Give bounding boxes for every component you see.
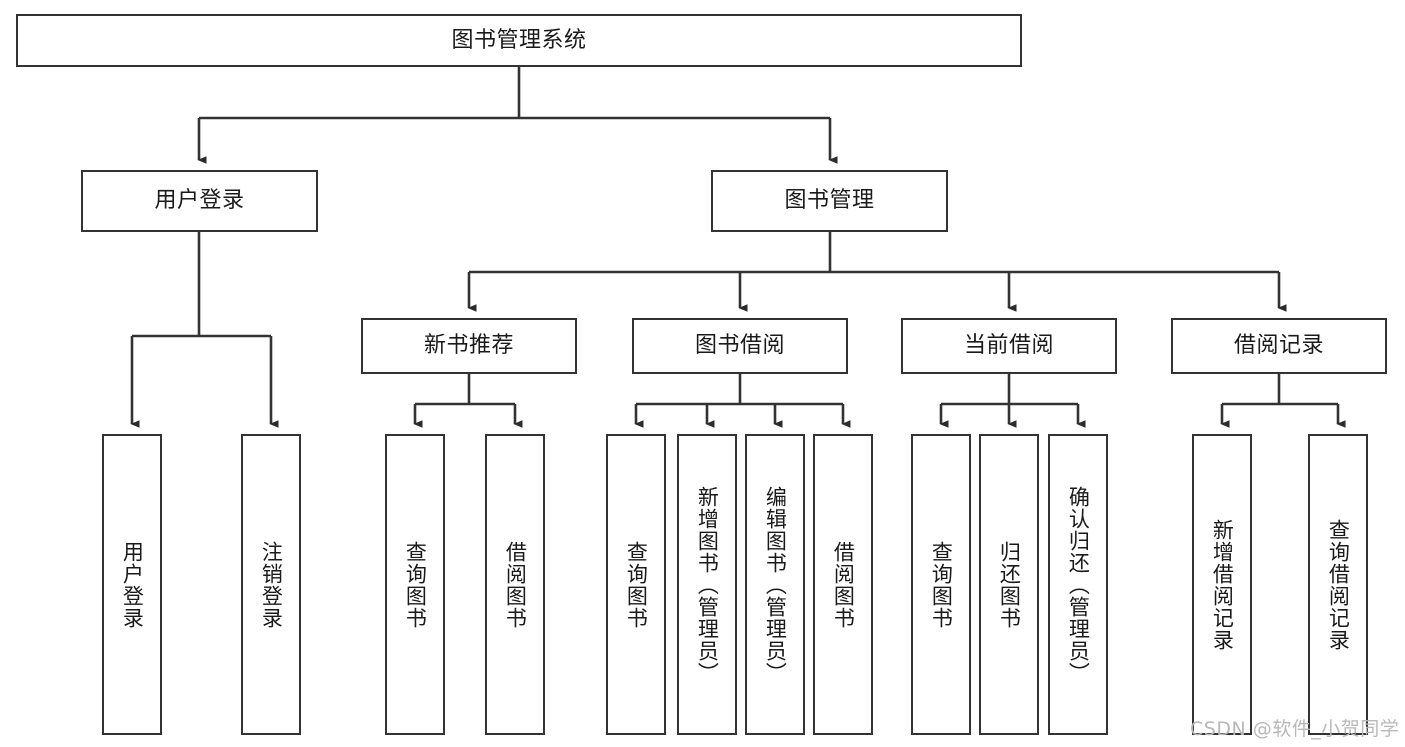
leaf-add-borrow-record[interactable]: 新增借阅记录 — [1192, 434, 1252, 735]
leaf-add-book-admin[interactable]: 新增图书（管理员） — [677, 434, 737, 735]
node-label: 借阅图书 — [831, 540, 856, 629]
node-user-login[interactable]: 用户登录 — [81, 170, 318, 232]
leaf-query-book-recommend[interactable]: 查询图书 — [385, 434, 445, 735]
node-label: 查询借阅记录 — [1326, 518, 1351, 651]
node-label: 查询图书 — [624, 540, 649, 629]
node-label: 图书管理系统 — [451, 27, 587, 53]
node-borrow-record[interactable]: 借阅记录 — [1171, 318, 1387, 374]
node-label: 图书借阅 — [694, 333, 785, 359]
node-label: 用户登录 — [154, 188, 245, 214]
node-label: 归还图书 — [997, 540, 1022, 629]
node-label: 新增图书（管理员） — [695, 485, 720, 684]
node-current-borrow[interactable]: 当前借阅 — [901, 318, 1117, 374]
node-book-management[interactable]: 图书管理 — [711, 170, 948, 232]
leaf-confirm-return-admin[interactable]: 确认归还（管理员） — [1048, 434, 1108, 735]
leaf-return-book[interactable]: 归还图书 — [979, 434, 1039, 735]
node-label: 图书管理 — [784, 188, 875, 214]
leaf-borrow-book-recommend[interactable]: 借阅图书 — [485, 434, 545, 735]
leaf-query-book-current[interactable]: 查询图书 — [911, 434, 971, 735]
leaf-edit-book-admin[interactable]: 编辑图书（管理员） — [745, 434, 805, 735]
node-root-book-management-system[interactable]: 图书管理系统 — [16, 14, 1022, 67]
node-label: 确认归还（管理员） — [1066, 485, 1091, 684]
node-label: 借阅记录 — [1233, 333, 1324, 359]
node-label: 当前借阅 — [963, 333, 1054, 359]
leaf-query-borrow-record[interactable]: 查询借阅记录 — [1308, 434, 1368, 735]
node-book-borrow[interactable]: 图书借阅 — [632, 318, 848, 374]
node-label: 新书推荐 — [423, 333, 514, 359]
node-label: 新增借阅记录 — [1210, 518, 1235, 651]
node-label: 借阅图书 — [503, 540, 528, 629]
leaf-user-login[interactable]: 用户登录 — [102, 434, 162, 735]
node-label: 编辑图书（管理员） — [763, 485, 788, 684]
node-new-book-recommend[interactable]: 新书推荐 — [361, 318, 577, 374]
leaf-borrow-book[interactable]: 借阅图书 — [813, 434, 873, 735]
node-label: 查询图书 — [403, 540, 428, 629]
node-label: 查询图书 — [929, 540, 954, 629]
leaf-query-book-borrow[interactable]: 查询图书 — [606, 434, 666, 735]
leaf-logout[interactable]: 注销登录 — [241, 434, 301, 735]
node-label: 注销登录 — [259, 540, 284, 629]
node-label: 用户登录 — [120, 540, 145, 629]
csdn-watermark: CSDN @软件_小贺同学 — [1190, 718, 1400, 740]
